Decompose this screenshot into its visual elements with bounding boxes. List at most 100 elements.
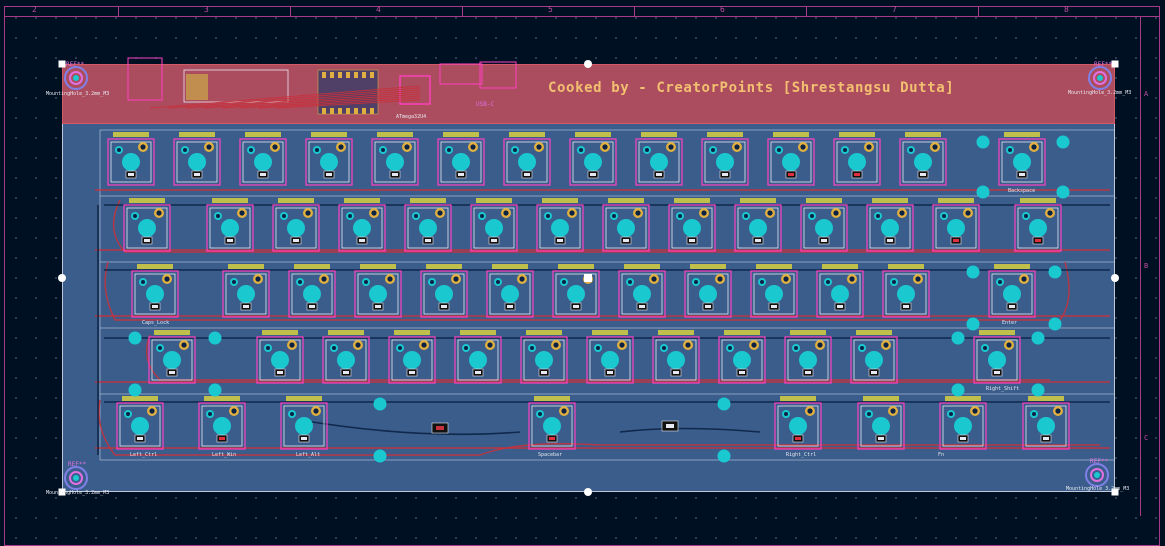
copper-trace[interactable]: [239, 95, 421, 109]
switch-center-hole[interactable]: [897, 285, 915, 303]
stabilizer-hole[interactable]: [976, 135, 990, 149]
switch-courtyard[interactable]: [198, 402, 246, 450]
switch-center-hole[interactable]: [543, 417, 561, 435]
switch-courtyard[interactable]: [354, 270, 402, 318]
switch-center-hole[interactable]: [947, 219, 965, 237]
switch-center-hole[interactable]: [865, 351, 883, 369]
switch-center-hole[interactable]: [799, 351, 817, 369]
switch-courtyard[interactable]: [454, 336, 502, 384]
switch-courtyard[interactable]: [816, 270, 864, 318]
switch-center-hole[interactable]: [733, 351, 751, 369]
selection-handle[interactable]: [58, 488, 66, 496]
switch-center-hole[interactable]: [617, 219, 635, 237]
switch-courtyard[interactable]: [222, 270, 270, 318]
copper-trace[interactable]: [203, 91, 421, 109]
switch-courtyard[interactable]: [437, 138, 485, 186]
switch-courtyard[interactable]: [486, 270, 534, 318]
stabilizer-hole[interactable]: [717, 397, 731, 411]
stabilizer-hole[interactable]: [951, 331, 965, 345]
switch-center-hole[interactable]: [872, 417, 890, 435]
switch-courtyard[interactable]: [701, 138, 749, 186]
switch-center-hole[interactable]: [303, 285, 321, 303]
switch-center-hole[interactable]: [716, 153, 734, 171]
switch-center-hole[interactable]: [452, 153, 470, 171]
switch-courtyard[interactable]: [420, 270, 468, 318]
stabilizer-hole[interactable]: [1056, 135, 1070, 149]
stabilizer-hole[interactable]: [1048, 317, 1062, 331]
switch-courtyard[interactable]: [882, 270, 930, 318]
switch-courtyard[interactable]: [206, 204, 254, 252]
switch-center-hole[interactable]: [1003, 285, 1021, 303]
selection-handle[interactable]: [1111, 274, 1119, 282]
copper-trace[interactable]: [167, 87, 421, 109]
switch-courtyard[interactable]: [322, 336, 370, 384]
switch-courtyard[interactable]: [1014, 204, 1062, 252]
switch-courtyard[interactable]: [569, 138, 617, 186]
copper-trace[interactable]: [104, 261, 1070, 321]
switch-center-hole[interactable]: [237, 285, 255, 303]
mounting-hole-ring[interactable]: [1088, 66, 1112, 90]
mounting-hole-ring[interactable]: [1085, 463, 1109, 487]
switch-courtyard[interactable]: [833, 138, 881, 186]
stabilizer-hole[interactable]: [128, 331, 142, 345]
switch-courtyard[interactable]: [116, 402, 164, 450]
switch-courtyard[interactable]: [148, 336, 196, 384]
switch-courtyard[interactable]: [767, 138, 815, 186]
switch-center-hole[interactable]: [295, 417, 313, 435]
switch-courtyard[interactable]: [131, 270, 179, 318]
switch-courtyard[interactable]: [305, 138, 353, 186]
copper-trace[interactable]: [149, 85, 421, 109]
copper-trace[interactable]: [257, 97, 421, 109]
stabilizer-hole[interactable]: [1056, 185, 1070, 199]
switch-center-hole[interactable]: [485, 219, 503, 237]
switch-courtyard[interactable]: [668, 204, 716, 252]
switch-courtyard[interactable]: [470, 204, 518, 252]
switch-center-hole[interactable]: [501, 285, 519, 303]
switch-courtyard[interactable]: [239, 138, 287, 186]
switch-center-hole[interactable]: [567, 285, 585, 303]
switch-center-hole[interactable]: [435, 285, 453, 303]
switch-center-hole[interactable]: [353, 219, 371, 237]
switch-center-hole[interactable]: [633, 285, 651, 303]
switch-courtyard[interactable]: [338, 204, 386, 252]
switch-courtyard[interactable]: [850, 336, 898, 384]
selection-handle[interactable]: [1111, 60, 1119, 68]
switch-center-hole[interactable]: [699, 285, 717, 303]
switch-center-hole[interactable]: [518, 153, 536, 171]
switch-center-hole[interactable]: [650, 153, 668, 171]
copper-trace[interactable]: [98, 399, 1100, 456]
switch-courtyard[interactable]: [718, 336, 766, 384]
selection-handle[interactable]: [584, 60, 592, 68]
stabilizer-hole[interactable]: [717, 449, 731, 463]
copper-trace[interactable]: [112, 199, 1060, 253]
switch-center-hole[interactable]: [683, 219, 701, 237]
switch-courtyard[interactable]: [734, 204, 782, 252]
stabilizer-hole[interactable]: [951, 383, 965, 397]
switch-courtyard[interactable]: [256, 336, 304, 384]
switch-courtyard[interactable]: [371, 138, 419, 186]
switch-center-hole[interactable]: [535, 351, 553, 369]
copper-trace[interactable]: [275, 99, 421, 109]
switch-courtyard[interactable]: [988, 270, 1036, 318]
switch-center-hole[interactable]: [782, 153, 800, 171]
switch-center-hole[interactable]: [954, 417, 972, 435]
switch-center-hole[interactable]: [337, 351, 355, 369]
copper-trace[interactable]: [221, 93, 421, 109]
bottom-layer-trace[interactable]: [619, 427, 761, 433]
switch-center-hole[interactable]: [914, 153, 932, 171]
stabilizer-hole[interactable]: [966, 265, 980, 279]
switch-center-hole[interactable]: [403, 351, 421, 369]
switch-center-hole[interactable]: [1037, 417, 1055, 435]
stabilizer-hole[interactable]: [1031, 331, 1045, 345]
switch-courtyard[interactable]: [520, 336, 568, 384]
stabilizer-hole[interactable]: [128, 383, 142, 397]
switch-center-hole[interactable]: [254, 153, 272, 171]
switch-center-hole[interactable]: [667, 351, 685, 369]
switch-center-hole[interactable]: [213, 417, 231, 435]
switch-courtyard[interactable]: [280, 402, 328, 450]
mounting-hole[interactable]: [69, 71, 83, 85]
switch-center-hole[interactable]: [815, 219, 833, 237]
switch-courtyard[interactable]: [784, 336, 832, 384]
switch-courtyard[interactable]: [404, 204, 452, 252]
